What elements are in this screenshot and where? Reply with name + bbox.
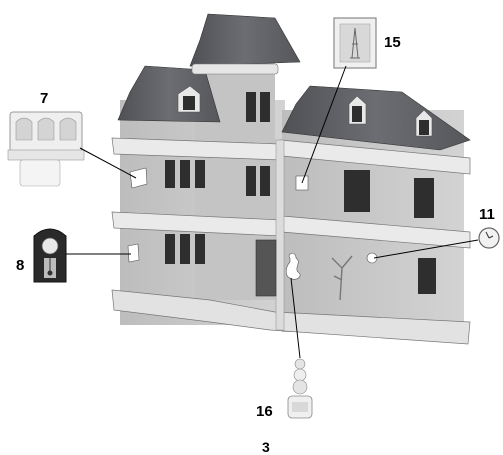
wall-tree: [331, 255, 353, 301]
leader-line-16: [290, 277, 301, 359]
mid-window-1: [165, 160, 175, 188]
ground-window-3: [195, 234, 205, 264]
dormer-right-window: [419, 120, 429, 135]
left-wing-roof: [117, 65, 221, 123]
tower-window-1: [246, 92, 256, 122]
center-tower-roof: [189, 13, 301, 67]
tower-balcony: [191, 63, 279, 75]
round-clock-sticker: [478, 227, 500, 249]
clock-hands-icon: [485, 231, 494, 239]
grandfather-clock-sticker: [33, 228, 67, 283]
center-pillar: [275, 139, 285, 331]
page-number: 3: [262, 439, 270, 455]
ground-window-right: [418, 258, 436, 294]
callout-15: 15: [384, 34, 401, 51]
tower-window-2: [260, 92, 270, 122]
ground-floor: [111, 289, 471, 345]
callout-16: 16: [256, 403, 273, 420]
eiffel-tower-icon: [350, 27, 360, 59]
mid-window-right-1: [344, 170, 370, 212]
ground-window-1: [165, 234, 175, 264]
mid-window-2: [180, 160, 190, 188]
picture-frame-sticker: [333, 17, 377, 69]
leader-line-7: [79, 147, 137, 179]
mid-window-5: [260, 166, 270, 196]
mid-window-right-2: [414, 178, 434, 218]
mid-window-3: [195, 160, 205, 188]
dollhouse: [111, 13, 471, 345]
leader-lines: [66, 65, 479, 359]
ground-window-2: [180, 234, 190, 264]
dormer-left-window: [183, 96, 195, 110]
tower-sticker-spot: [285, 253, 301, 280]
callout-7: 7: [40, 90, 49, 107]
front-door: [255, 239, 277, 297]
stacked-decor-sticker: [287, 358, 313, 419]
shelf-sticker-spot: [129, 167, 148, 189]
dormer-center-window: [352, 106, 362, 122]
leader-line-15: [301, 65, 347, 184]
round-clock-spot: [366, 252, 378, 264]
leader-line-11: [373, 239, 479, 259]
callout-8: 8: [16, 257, 25, 274]
mid-window-4: [246, 166, 256, 196]
callout-11: 11: [479, 206, 495, 223]
clock-sticker-spot: [127, 243, 140, 263]
wall-shelf-sticker: [7, 111, 85, 187]
